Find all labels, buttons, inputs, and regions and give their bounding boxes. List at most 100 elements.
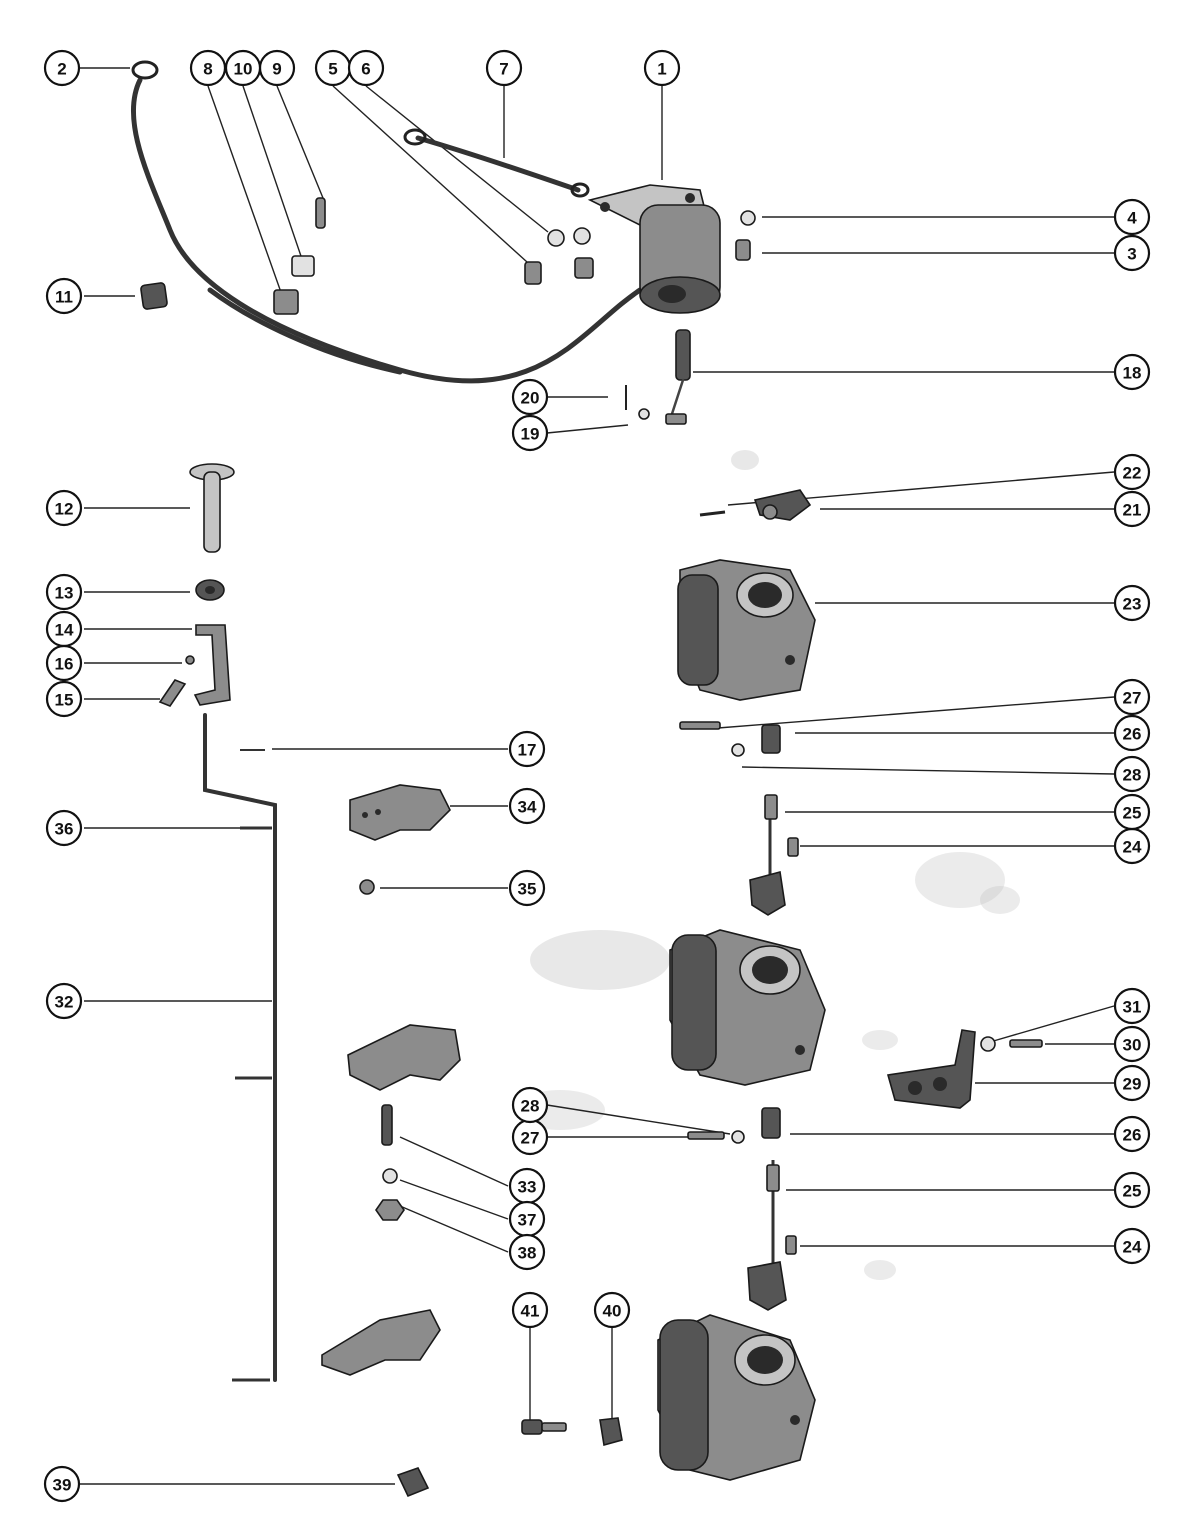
- callout-number: 13: [55, 584, 74, 603]
- callout-number: 14: [55, 621, 74, 640]
- callout-number: 41: [521, 1302, 540, 1321]
- callout-number: 18: [1123, 364, 1142, 383]
- primer-solenoid: [587, 184, 721, 314]
- callout-36: 36: [45, 809, 83, 847]
- callout-number: 24: [1123, 838, 1142, 857]
- callout-3: 3: [1113, 234, 1151, 272]
- callout-38: 38: [508, 1233, 546, 1271]
- callout-circle: [1113, 1064, 1151, 1102]
- callout-circle: [511, 378, 549, 416]
- callout-number: 38: [518, 1244, 537, 1263]
- callout-19: 19: [511, 414, 549, 452]
- callout-6: 6: [347, 49, 385, 87]
- leader-38: [399, 1205, 509, 1253]
- throttle-rod: [203, 713, 277, 1382]
- leader-19: [546, 424, 629, 434]
- leader-8: [207, 85, 284, 299]
- callout-10: 10: [224, 49, 262, 87]
- callout-14: 14: [45, 610, 83, 648]
- callout-25: 25: [1113, 793, 1151, 831]
- leader-37: [399, 1179, 509, 1220]
- leader-lines: [80, 67, 1115, 1485]
- callout-number: 22: [1123, 464, 1142, 483]
- callout-number: 25: [1123, 804, 1142, 823]
- callout-circle: [508, 730, 546, 768]
- leader-27a: [717, 696, 1115, 729]
- callout-number: 10: [234, 60, 253, 79]
- callout-circle: [1113, 1115, 1151, 1153]
- callout-4: 4: [1113, 198, 1151, 236]
- callout-circle: [485, 49, 523, 87]
- leader-33: [399, 1136, 509, 1187]
- callout-26: 26: [1113, 1115, 1151, 1153]
- callout-circle: [511, 1291, 549, 1329]
- callout-8: 8: [189, 49, 227, 87]
- leader-6: [365, 85, 549, 233]
- callout-40: 40: [593, 1291, 631, 1329]
- callout-circle: [1113, 1171, 1151, 1209]
- throttle-fasteners: [521, 1417, 623, 1447]
- callout-circle: [1113, 353, 1151, 391]
- callout-circle: [1113, 1227, 1151, 1265]
- callout-number: 11: [55, 288, 73, 307]
- leader-28b: [546, 1104, 731, 1135]
- callout-37: 37: [508, 1200, 546, 1238]
- callout-circle: [45, 644, 83, 682]
- callout-number: 30: [1123, 1036, 1142, 1055]
- callout-circle: [45, 277, 83, 315]
- callout-29: 29: [1113, 1064, 1151, 1102]
- callout-12: 12: [45, 489, 83, 527]
- callout-31: 31: [1113, 987, 1151, 1025]
- callout-number: 31: [1123, 998, 1142, 1017]
- callout-number: 27: [1123, 689, 1142, 708]
- callout-17: 17: [508, 730, 546, 768]
- callout-circle: [508, 787, 546, 825]
- callout-number: 39: [53, 1476, 72, 1495]
- callout-number: 21: [1123, 501, 1142, 520]
- callout-number: 19: [521, 425, 540, 444]
- callout-number: 2: [57, 60, 66, 79]
- callout-circle: [1113, 793, 1151, 831]
- callout-2: 2: [43, 49, 81, 87]
- callout-18: 18: [1113, 353, 1151, 391]
- callout-circle: [43, 49, 81, 87]
- callout-circle: [45, 982, 83, 1020]
- callout-circle: [1113, 755, 1151, 793]
- callout-circle: [511, 1086, 549, 1124]
- callout-number: 32: [55, 993, 74, 1012]
- carburetor-bottom: [657, 1314, 816, 1481]
- callout-9: 9: [258, 49, 296, 87]
- choke-lever: [699, 489, 812, 521]
- callout-7: 7: [485, 49, 523, 87]
- callout-number: 37: [518, 1211, 537, 1230]
- callout-circle: [45, 680, 83, 718]
- callout-circle: [1113, 490, 1151, 528]
- float-valve-parts-upper: [679, 721, 799, 916]
- leader-9: [276, 85, 324, 199]
- callout-24: 24: [1113, 827, 1151, 865]
- callout-circle: [1113, 987, 1151, 1025]
- callout-23: 23: [1113, 584, 1151, 622]
- callout-number: 7: [499, 60, 508, 79]
- callout-number: 26: [1123, 725, 1142, 744]
- callout-35: 35: [508, 869, 546, 907]
- callout-16: 16: [45, 644, 83, 682]
- leader-31: [989, 1005, 1115, 1043]
- leader-28a: [741, 766, 1115, 775]
- callout-circle: [224, 49, 262, 87]
- callout-22: 22: [1113, 453, 1151, 491]
- callout-28: 28: [511, 1086, 549, 1124]
- callout-11: 11: [45, 277, 83, 315]
- callout-number: 1: [657, 60, 666, 79]
- callout-number: 34: [518, 798, 537, 817]
- callout-circle: [1113, 198, 1151, 236]
- callout-30: 30: [1113, 1025, 1151, 1063]
- callout-number: 24: [1123, 1238, 1142, 1257]
- callout-32: 32: [45, 982, 83, 1020]
- callout-number: 28: [1123, 766, 1142, 785]
- callout-27: 27: [1113, 678, 1151, 716]
- callout-39: 39: [43, 1465, 81, 1503]
- leader-5: [332, 85, 528, 263]
- callout-5: 5: [314, 49, 352, 87]
